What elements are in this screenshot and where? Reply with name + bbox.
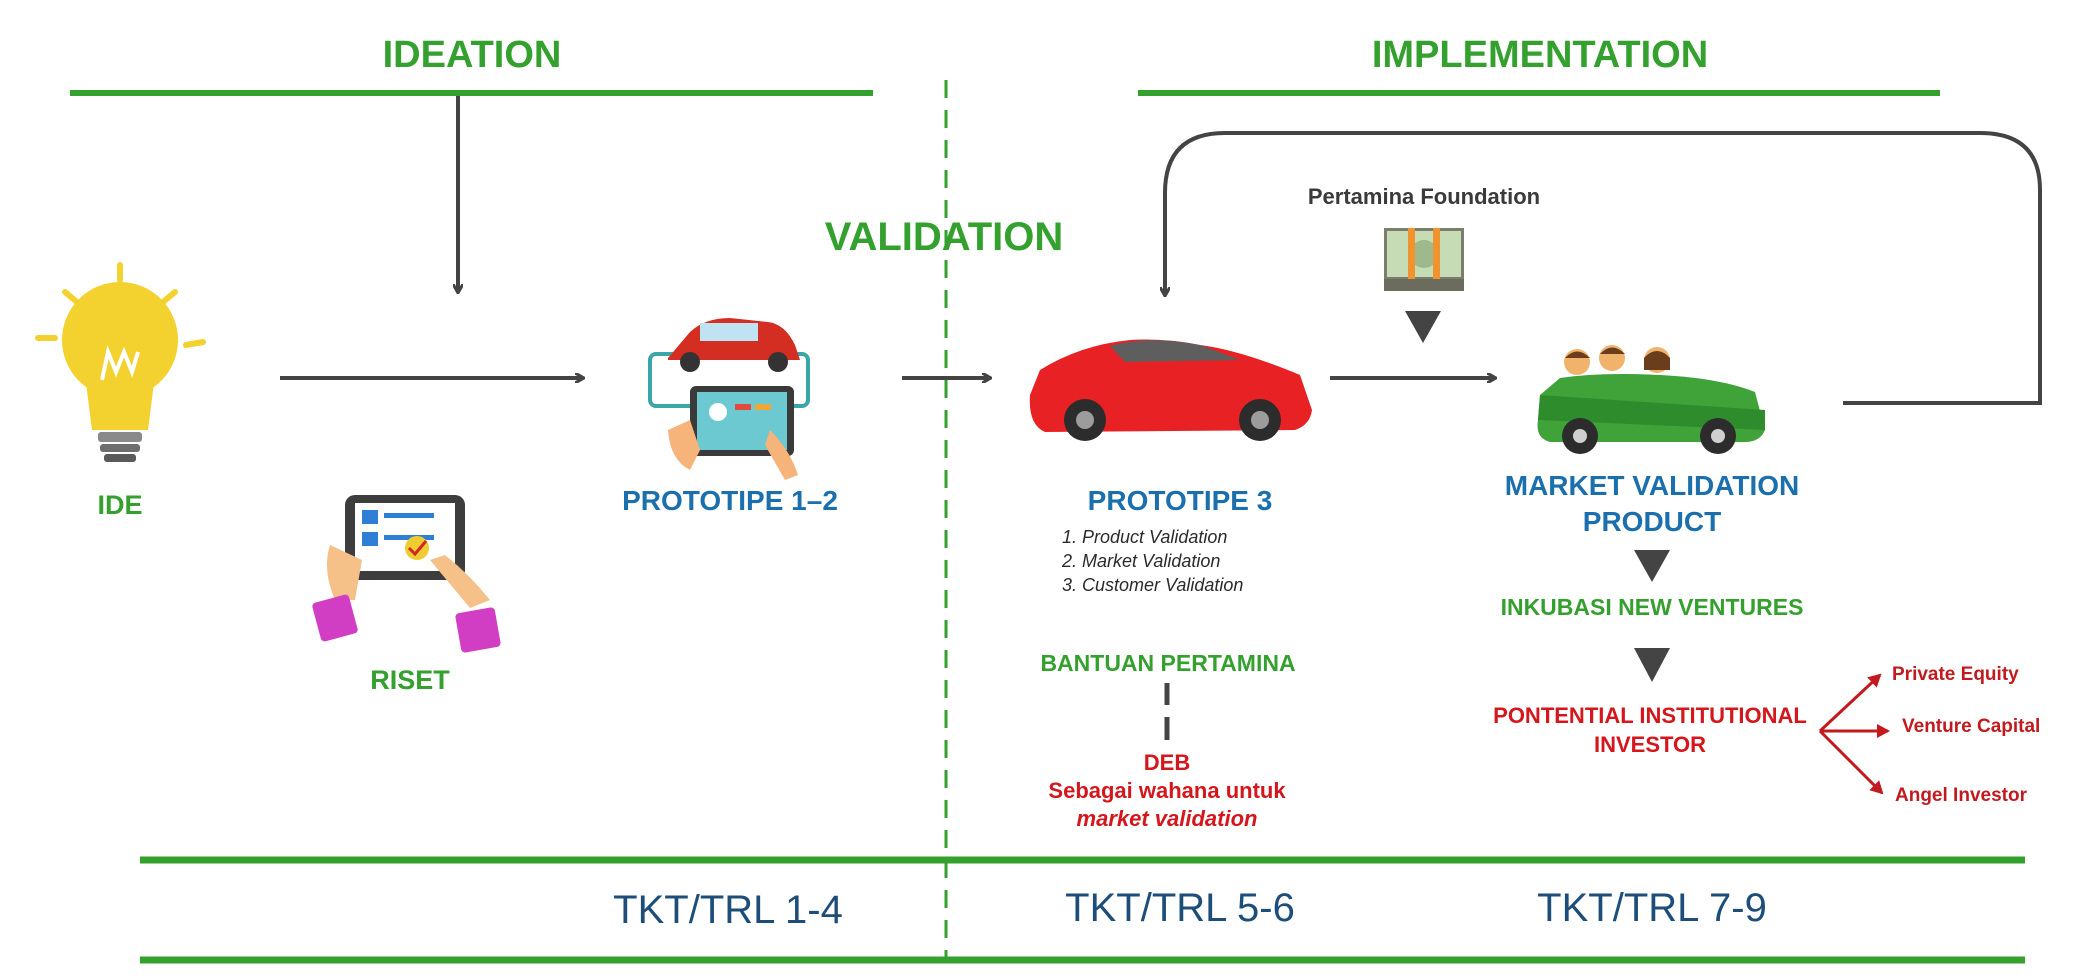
feedback-loop-arrow (1165, 131, 2042, 405)
car-tablet-icon (648, 318, 810, 480)
mvp-label-line1: MARKET VALIDATION (1504, 470, 1800, 501)
inkubasi-down-triangle (1634, 648, 1670, 682)
foundation-down-triangle (1405, 311, 1441, 343)
investor-label-line1: PONTENTIAL INSTITUTIONAL (1493, 703, 1807, 728)
deb-line2: market validation (1076, 806, 1258, 831)
level-5-6: TKT/TRL 5-6 (1065, 886, 1295, 930)
validation-item: 1. Product Validation (1062, 527, 1228, 547)
mvp-down-triangle (1634, 550, 1670, 582)
arrow-private-equity (1818, 673, 1882, 733)
riset-label: RISET (370, 665, 450, 695)
inkubasi-label: INKUBASI NEW VENTURES (1500, 594, 1804, 620)
mvp-label-line2: PRODUCT (1582, 506, 1722, 537)
red-sports-car-icon (1029, 339, 1312, 441)
pertamina-foundation-label: Pertamina Foundation (1307, 184, 1541, 209)
deb-line1: Sebagai wahana untuk (1048, 778, 1286, 803)
deb-title: DEB (1143, 750, 1191, 775)
validation-header: VALIDATION (824, 215, 1064, 259)
implementation-header: IMPLEMENTATION (1371, 34, 1709, 76)
level-1-4: TKT/TRL 1-4 (613, 888, 843, 932)
prototipe3-validation-list: 1. Product Validation 2. Market Validati… (1062, 525, 1243, 597)
validation-item: 3. Customer Validation (1062, 575, 1244, 595)
bantuan-pertamina-label: BANTUAN PERTAMINA (1040, 650, 1296, 676)
investor-label-line2: INVESTOR (1593, 732, 1707, 757)
venture-capital-label: Venture Capital (1902, 716, 2041, 737)
level-7-9: TKT/TRL 7-9 (1537, 886, 1767, 930)
angel-investor-label: Angel Investor (1895, 785, 2027, 806)
tablet-checklist-icon (312, 495, 501, 653)
green-car-with-people-icon (1537, 345, 1765, 454)
money-bundle-icon (1384, 228, 1464, 291)
prototipe12-label: PROTOTIPE 1–2 (622, 485, 838, 516)
lightbulb-icon (35, 262, 206, 462)
prototipe3-label: PROTOTIPE 3 (1087, 485, 1273, 516)
validation-item: 2. Market Validation (1062, 551, 1221, 571)
ide-label: IDE (97, 490, 143, 520)
private-equity-label: Private Equity (1892, 664, 2019, 685)
arrow-angel-investor (1818, 729, 1884, 795)
ideation-header: IDEATION (382, 34, 562, 76)
